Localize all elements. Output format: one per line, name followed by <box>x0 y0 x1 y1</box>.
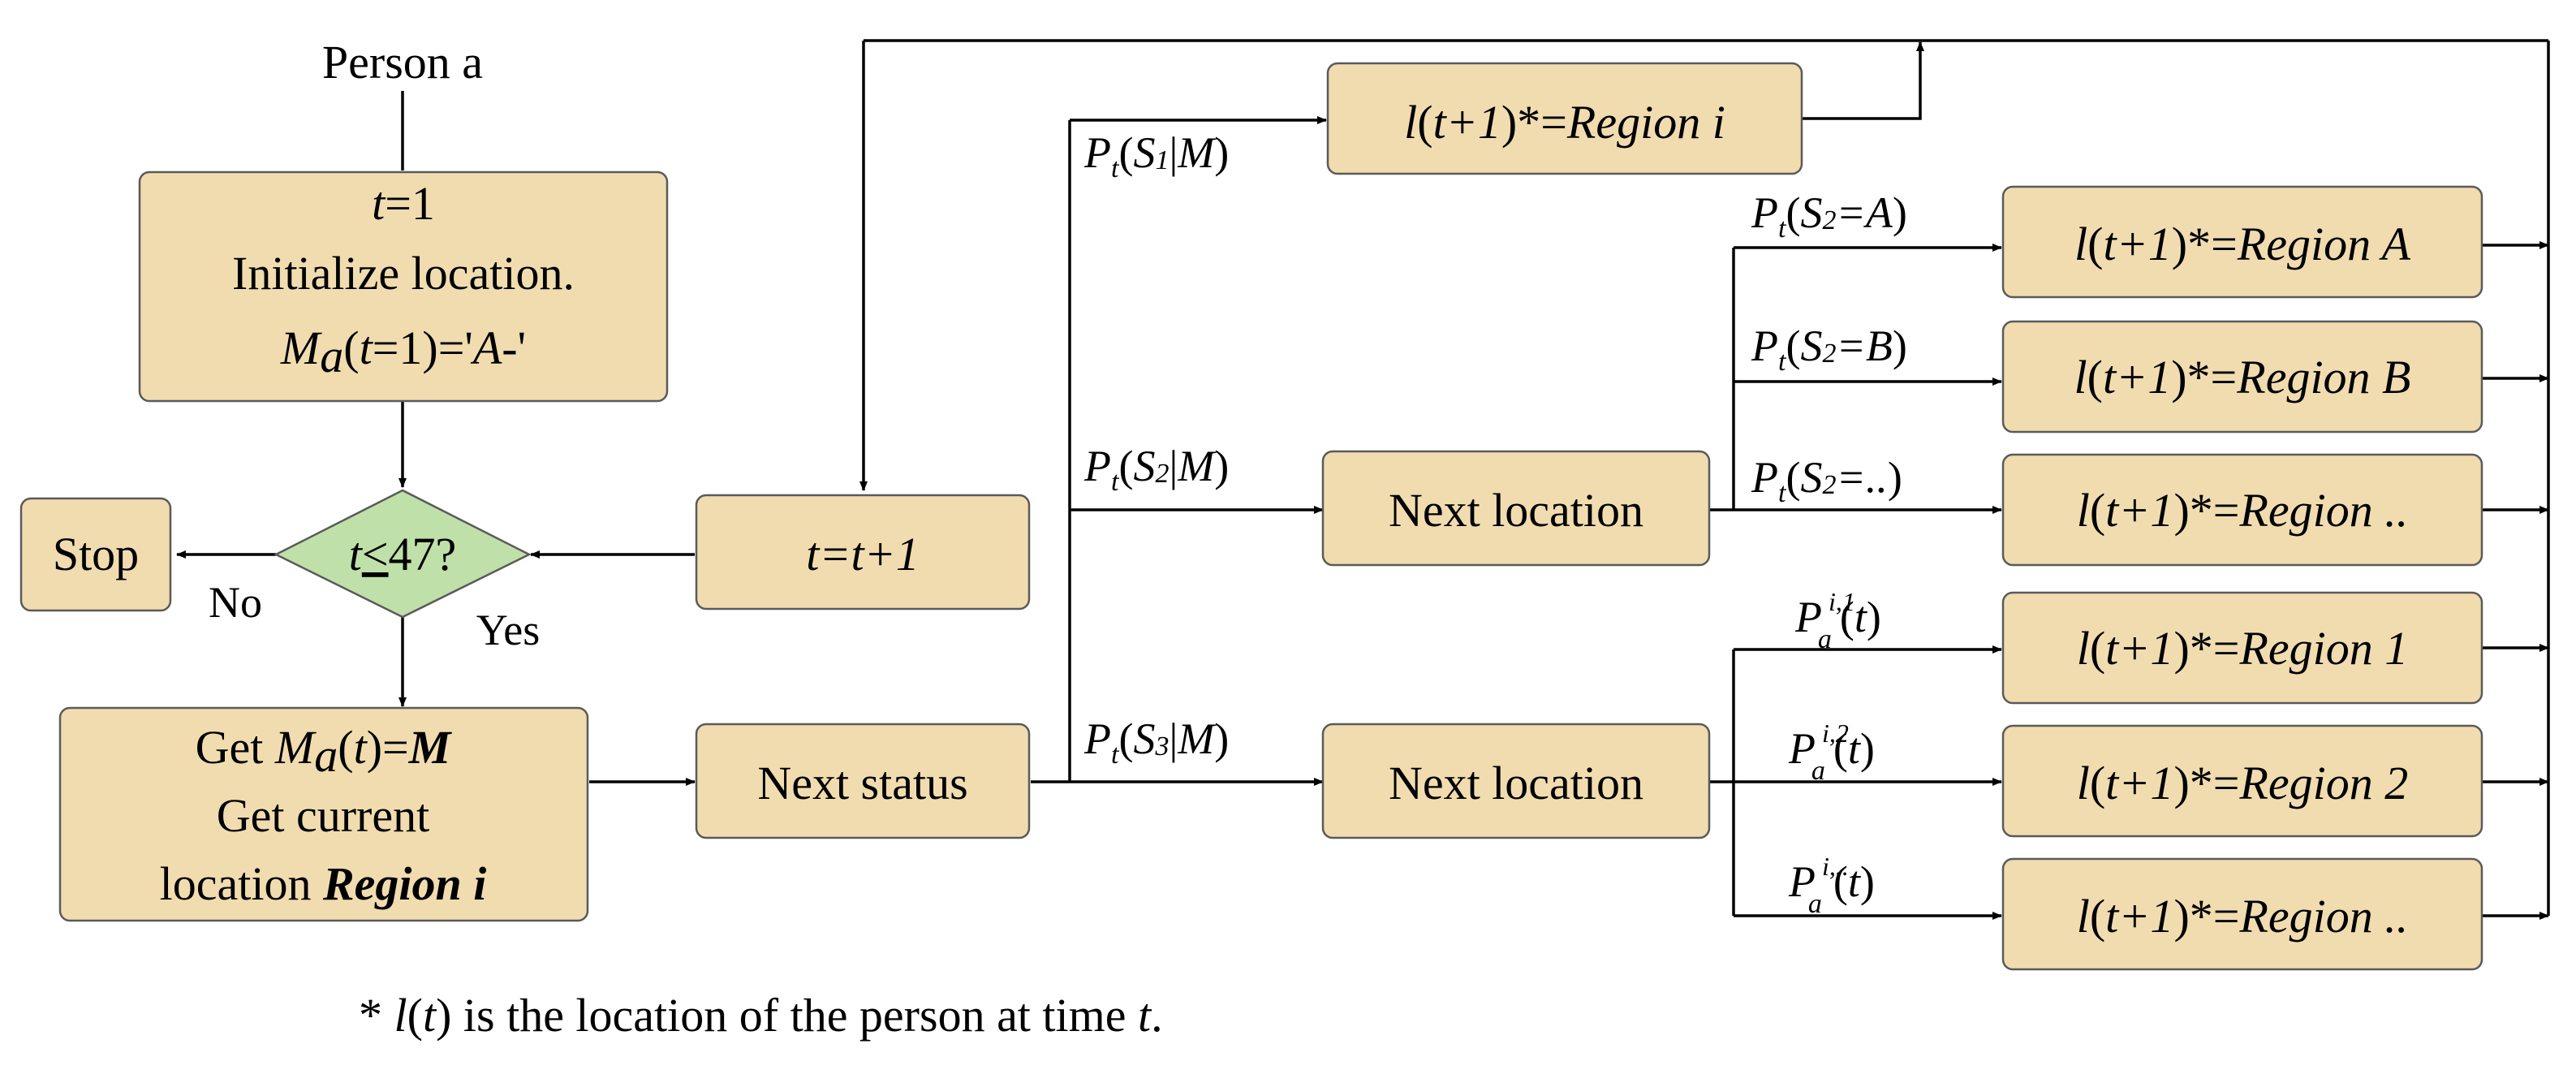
get-state-line-2: Get current <box>217 789 429 842</box>
decision-yes-label: Yes <box>476 606 541 654</box>
connector-region-i-to-loop <box>1802 41 1924 120</box>
next-location-s3-label: Next location <box>1389 757 1643 809</box>
increment-box: t=t+1 <box>695 494 1031 611</box>
outcome-region-i-box: l(t+1)*=Region i <box>1326 62 1803 175</box>
outcome-region-2-box: l(t+1)*=Region 2 <box>2001 724 2483 838</box>
branch-s2-label: Pt(S2|M) <box>1083 442 1229 497</box>
footnote: * l(t) is the location of the person at … <box>359 989 1163 1042</box>
outcome-region-s2-etc-box: l(t+1)*=Region .. <box>2001 453 2483 567</box>
get-state-box: Get Ma(t)=M Get current location Region … <box>58 706 589 922</box>
outcome-region-a-label: l(t+1)*=Region A <box>2074 218 2410 270</box>
decision-diamond: t<47? <box>274 489 532 619</box>
outcome-region-1-box: l(t+1)*=Region 1 <box>2001 591 2483 705</box>
decision-label: t<47? <box>349 528 457 580</box>
next-status-label: Next status <box>757 757 967 809</box>
outcome-region-s3-etc-label: l(t+1)*=Region .. <box>2077 890 2409 943</box>
start-label: Person a <box>322 36 483 88</box>
initialize-location-line: Initialize location. <box>232 247 575 300</box>
initialize-step-line: t=1 <box>372 177 435 230</box>
initialize-box: t=1 Initialize location. Ma(t=1)='A-' <box>138 170 669 403</box>
initialize-status-line: Ma(t=1)='A-' <box>280 321 526 382</box>
outcome-region-b-label: l(t+1)*=Region B <box>2074 351 2411 403</box>
get-state-line-1: Get Ma(t)=M <box>196 721 453 782</box>
outcome-region-1-label: l(t+1)*=Region 1 <box>2077 622 2409 675</box>
outcome-region-s2-etc-label: l(t+1)*=Region .. <box>2077 484 2409 537</box>
increment-label: t=t+1 <box>806 528 920 580</box>
get-state-line-3: location Region i <box>160 857 487 910</box>
branch-s2-a-label: Pt(S2=A) <box>1751 188 1907 244</box>
outcome-region-b-box: l(t+1)*=Region B <box>2001 320 2483 434</box>
branch-s2-b-label: Pt(S2=B) <box>1751 321 1907 377</box>
branch-s2-etc-label: Pt(S2=..) <box>1751 453 1902 508</box>
outcome-region-2-label: l(t+1)*=Region 2 <box>2077 757 2409 809</box>
branch-s1-label: Pt(S1|M) <box>1083 128 1229 183</box>
decision-no-label: No <box>209 578 262 627</box>
next-location-s3-box: Next location <box>1321 723 1711 839</box>
outcome-region-a-box: l(t+1)*=Region A <box>2001 185 2483 299</box>
stop-label: Stop <box>53 528 139 580</box>
next-location-s2-box: Next location <box>1321 450 1711 567</box>
outcome-region-s3-etc-box: l(t+1)*=Region .. <box>2001 857 2483 971</box>
outcome-region-i-label: l(t+1)*=Region i <box>1404 96 1725 149</box>
connectors <box>176 39 2550 920</box>
branch-s3-label: Pt(S3|M) <box>1083 714 1229 770</box>
next-status-box: Next status <box>695 723 1031 839</box>
stop-box: Stop <box>19 497 172 612</box>
next-location-s2-label: Next location <box>1389 484 1643 537</box>
